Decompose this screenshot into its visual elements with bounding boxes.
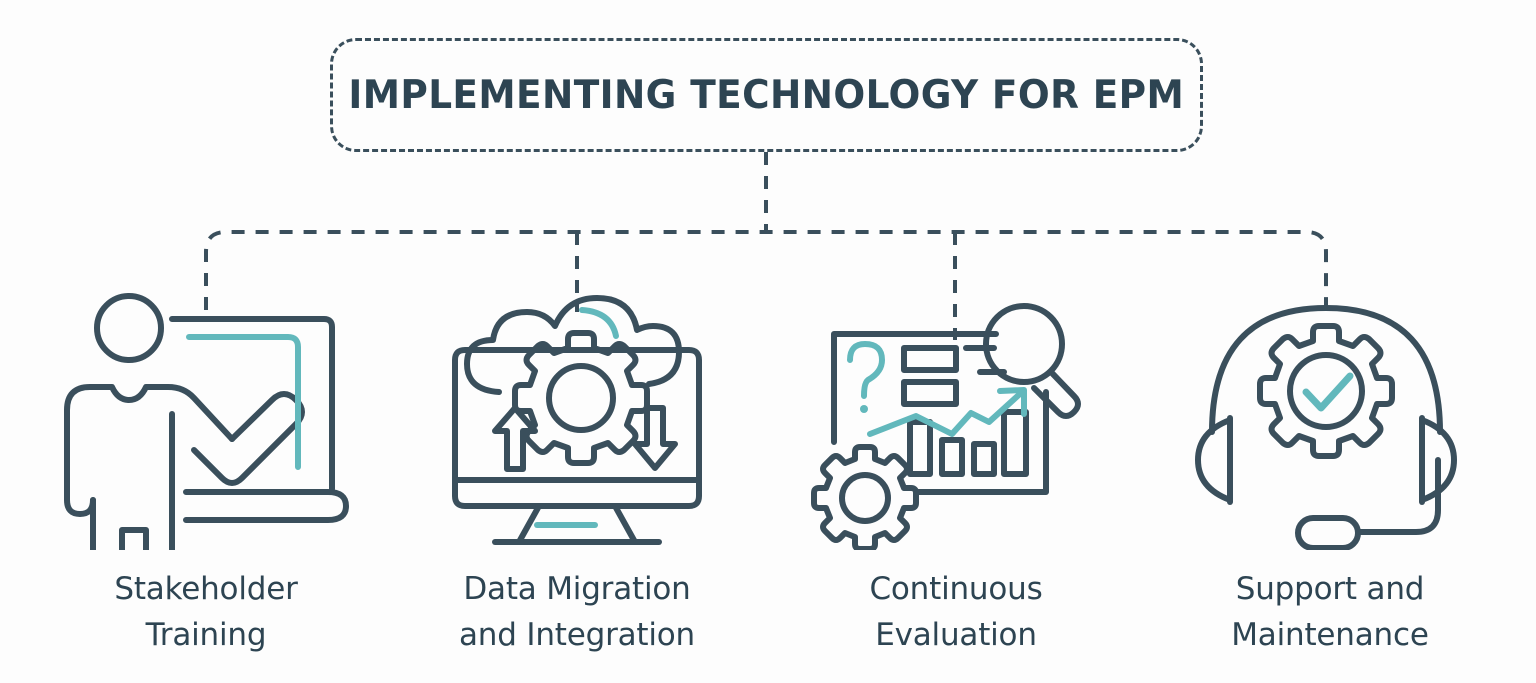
connector-bus [204,230,1328,310]
node-continuous-evaluation[interactable]: Continuous Evaluation [806,292,1106,658]
diagram-title-box: IMPLEMENTING TECHNOLOGY FOR EPM [330,38,1203,152]
headset-gear-check-icon [1180,292,1480,550]
node-data-migration-and-integration[interactable]: Data Migration and Integration [427,292,727,658]
node-label: Data Migration and Integration [459,571,695,653]
page-title: IMPLEMENTING TECHNOLOGY FOR EPM [348,72,1185,118]
node-support-and-maintenance[interactable]: Support and Maintenance [1180,292,1480,658]
analytics-magnifier-gear-icon [806,292,1106,550]
node-label: Support and Maintenance [1231,571,1429,653]
node-stakeholder-training[interactable]: Stakeholder Training [56,292,356,658]
monitor-cloud-gear-arrows-icon [427,292,727,550]
presenter-whiteboard-checkmark-icon [56,292,356,550]
node-label: Continuous Evaluation [869,571,1043,653]
node-label: Stakeholder Training [114,571,298,653]
